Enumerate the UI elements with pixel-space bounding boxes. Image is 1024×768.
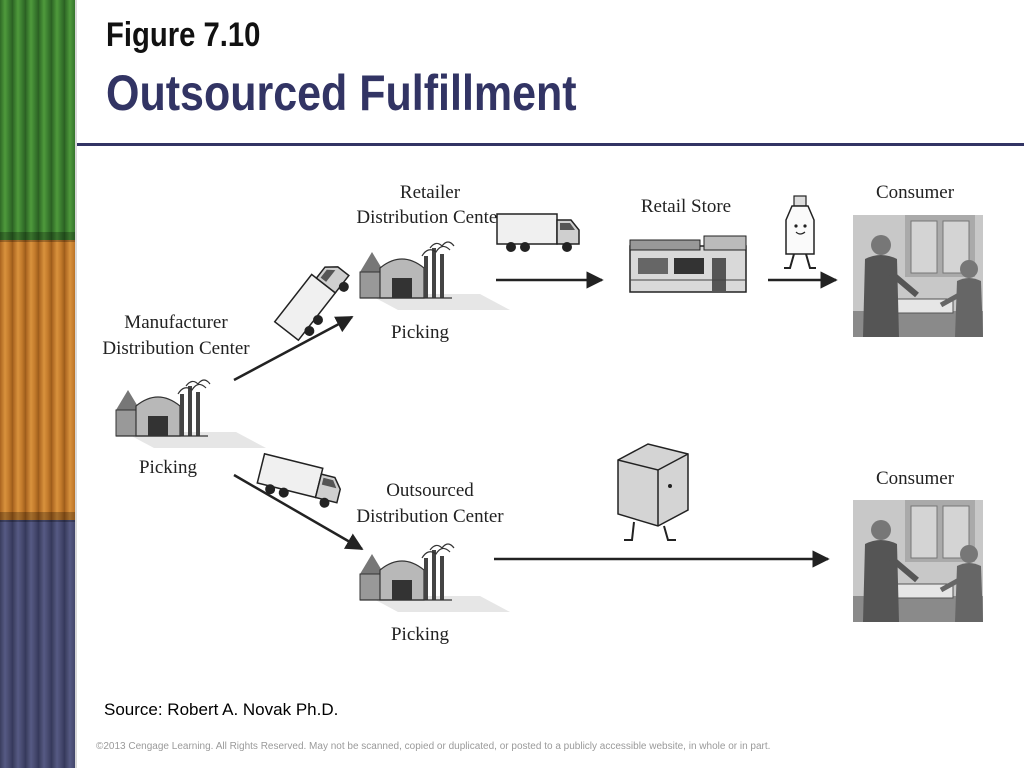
store-icon xyxy=(629,235,747,293)
sidebar-edge xyxy=(75,0,77,768)
copyright-notice: ©2013 Cengage Learning. All Rights Reser… xyxy=(96,741,771,752)
arrow-manufacturer-to-retailer xyxy=(233,315,354,382)
manufacturer-label-line1: Manufacturer xyxy=(124,312,228,333)
title-divider xyxy=(77,143,1024,146)
sidebar-band xyxy=(0,512,77,522)
warehouse-icon xyxy=(359,241,511,311)
figure-number: Figure 7.10 xyxy=(106,16,261,54)
manufacturer-picking-label: Picking xyxy=(139,457,198,478)
warehouse-icon xyxy=(115,379,267,449)
truck-icon xyxy=(254,453,345,512)
box-icon xyxy=(617,443,689,541)
retailer-dc-picking-label: Picking xyxy=(391,322,450,343)
fulfillment-diagram: Manufacturer Distribution Center Picking… xyxy=(102,182,1024,645)
consumer-bottom-label: Consumer xyxy=(876,468,955,489)
decorative-sidebar xyxy=(0,0,77,768)
arrow-manufacturer-to-outsourced xyxy=(233,473,364,551)
sidebar-orange-panel xyxy=(0,240,77,520)
retailer-dc-label-line1: Retailer xyxy=(400,182,461,203)
truck-icon xyxy=(496,213,580,253)
source-credit: Source: Robert A. Novak Ph.D. xyxy=(104,700,339,719)
truck-icon xyxy=(273,256,356,346)
warehouse-icon xyxy=(359,543,511,613)
retail-store-label: Retail Store xyxy=(641,196,731,217)
outsourced-dc-picking-label: Picking xyxy=(391,624,450,645)
manufacturer-label-line2: Distribution Center xyxy=(102,338,250,359)
sidebar-band xyxy=(0,232,77,242)
milk-bottle-icon xyxy=(784,195,816,269)
consumer-top-label: Consumer xyxy=(876,182,955,203)
consumer-scene-icon xyxy=(853,215,983,337)
sidebar-blue-panel xyxy=(0,520,77,768)
sidebar-green-panel xyxy=(0,0,77,240)
retailer-dc-label-line2: Distribution Center xyxy=(356,207,504,228)
consumer-scene-icon xyxy=(853,500,983,622)
outsourced-dc-label-line1: Outsourced xyxy=(386,480,474,501)
slide-title: Outsourced Fulfillment xyxy=(106,65,577,121)
outsourced-dc-label-line2: Distribution Center xyxy=(356,506,504,527)
